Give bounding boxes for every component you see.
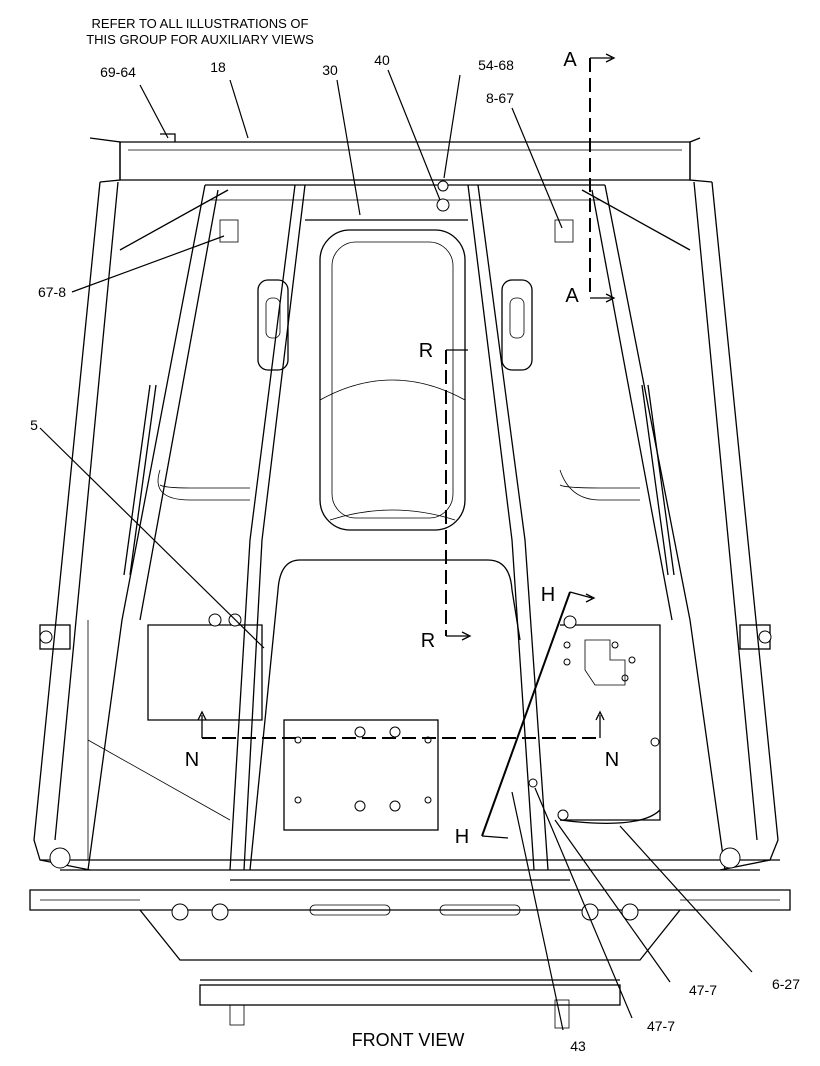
section-N-left: N [185, 749, 199, 771]
leader-lines [39, 69, 753, 1031]
section-A-top: A [563, 49, 577, 71]
callout-47-7-b: 47-7 [647, 1018, 675, 1034]
callout-47-7-a: 47-7 [689, 982, 717, 998]
view-caption: FRONT VIEW [352, 1030, 465, 1050]
header-note-line-2: THIS GROUP FOR AUXILIARY VIEWS [86, 32, 314, 47]
section-R-bottom: R [421, 630, 435, 652]
callout-6-27: 6-27 [772, 976, 800, 992]
section-lines [197, 53, 616, 839]
callout-8-67: 8-67 [486, 90, 514, 106]
callout-54-68: 54-68 [478, 57, 514, 73]
callout-67-8: 67-8 [38, 284, 66, 300]
callout-18: 18 [210, 59, 226, 75]
header-note-line-1: REFER TO ALL ILLUSTRATIONS OF [92, 16, 309, 31]
section-markers: A A R R H H N N [185, 49, 619, 848]
section-H-top: H [541, 584, 555, 606]
cab-structure [29, 133, 791, 1029]
callout-5: 5 [30, 417, 38, 433]
callout-labels: 69-64 18 30 40 54-68 8-67 67-8 5 47-7 47… [30, 52, 800, 1054]
section-H-bottom: H [455, 826, 469, 848]
section-N-right: N [605, 749, 619, 771]
section-A-bottom: A [565, 285, 579, 307]
callout-30: 30 [322, 62, 338, 78]
callout-69-64: 69-64 [100, 64, 136, 80]
callout-40: 40 [374, 52, 390, 68]
section-R-top: R [419, 340, 433, 362]
callout-43: 43 [570, 1038, 586, 1054]
